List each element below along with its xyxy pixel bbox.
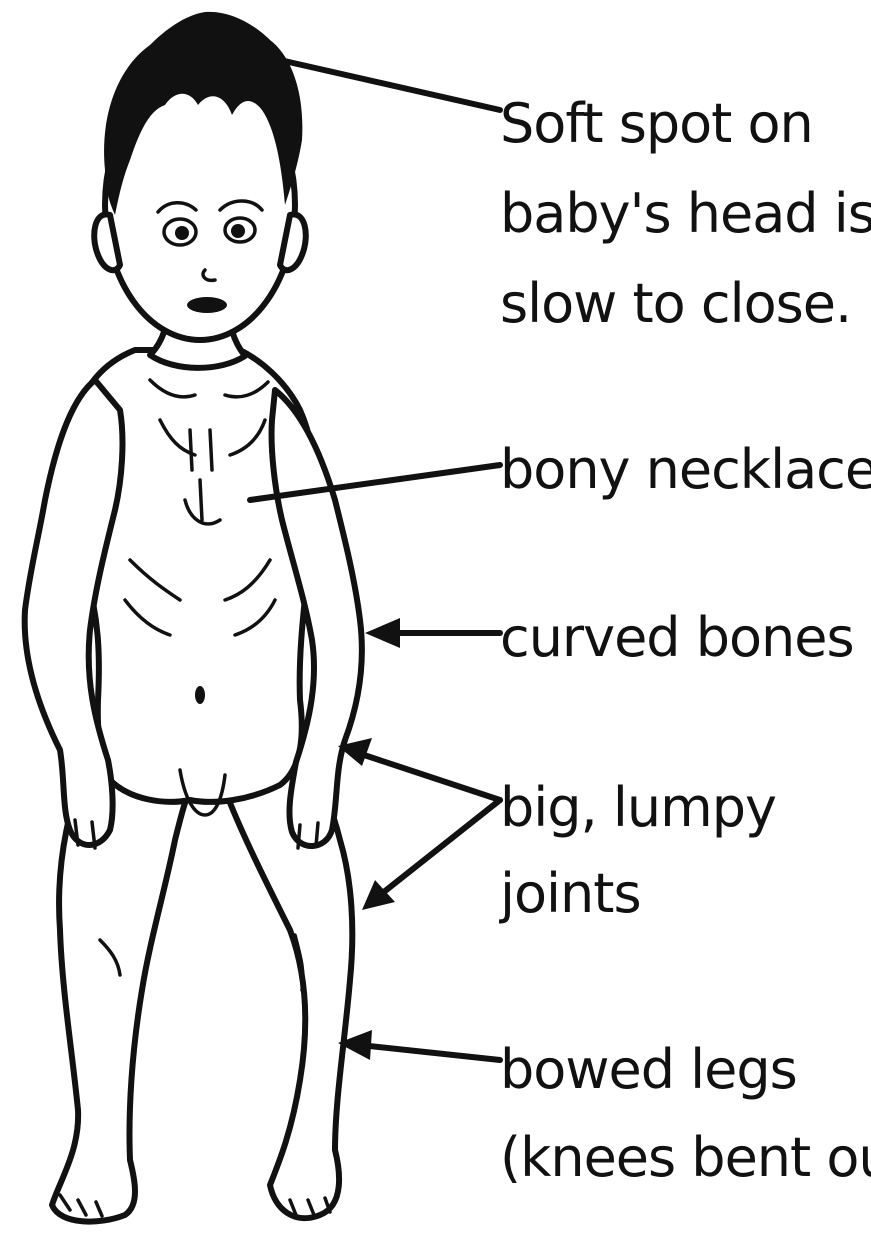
soft-spot-label-line-2: baby's head is <box>500 182 871 245</box>
mouth <box>187 297 227 313</box>
bony-necklace-label: bony necklace <box>500 438 871 501</box>
labels: Soft spot on baby's head is slow to clos… <box>499 92 871 1189</box>
soft-spot-pointer <box>280 60 500 110</box>
curved-bones-arrow <box>365 618 500 648</box>
lumpy-joints-label-line-1: big, lumpy <box>500 776 776 839</box>
bowed-legs-label-line-2: (knees bent out) <box>500 1126 871 1189</box>
soft-spot-label-line-1: Soft spot on <box>500 92 813 155</box>
soft-spot-label-line-3: slow to close. <box>500 272 851 335</box>
lumpy-joints-arrows <box>338 738 500 910</box>
lumpy-joints-label-line-2: joints <box>499 862 641 925</box>
curved-bones-label: curved bones <box>500 606 854 669</box>
bowed-legs-arrow <box>338 1030 500 1060</box>
bowed-legs-label-line-1: bowed legs <box>500 1038 797 1101</box>
child-figure <box>25 12 362 1222</box>
navel <box>195 686 205 704</box>
